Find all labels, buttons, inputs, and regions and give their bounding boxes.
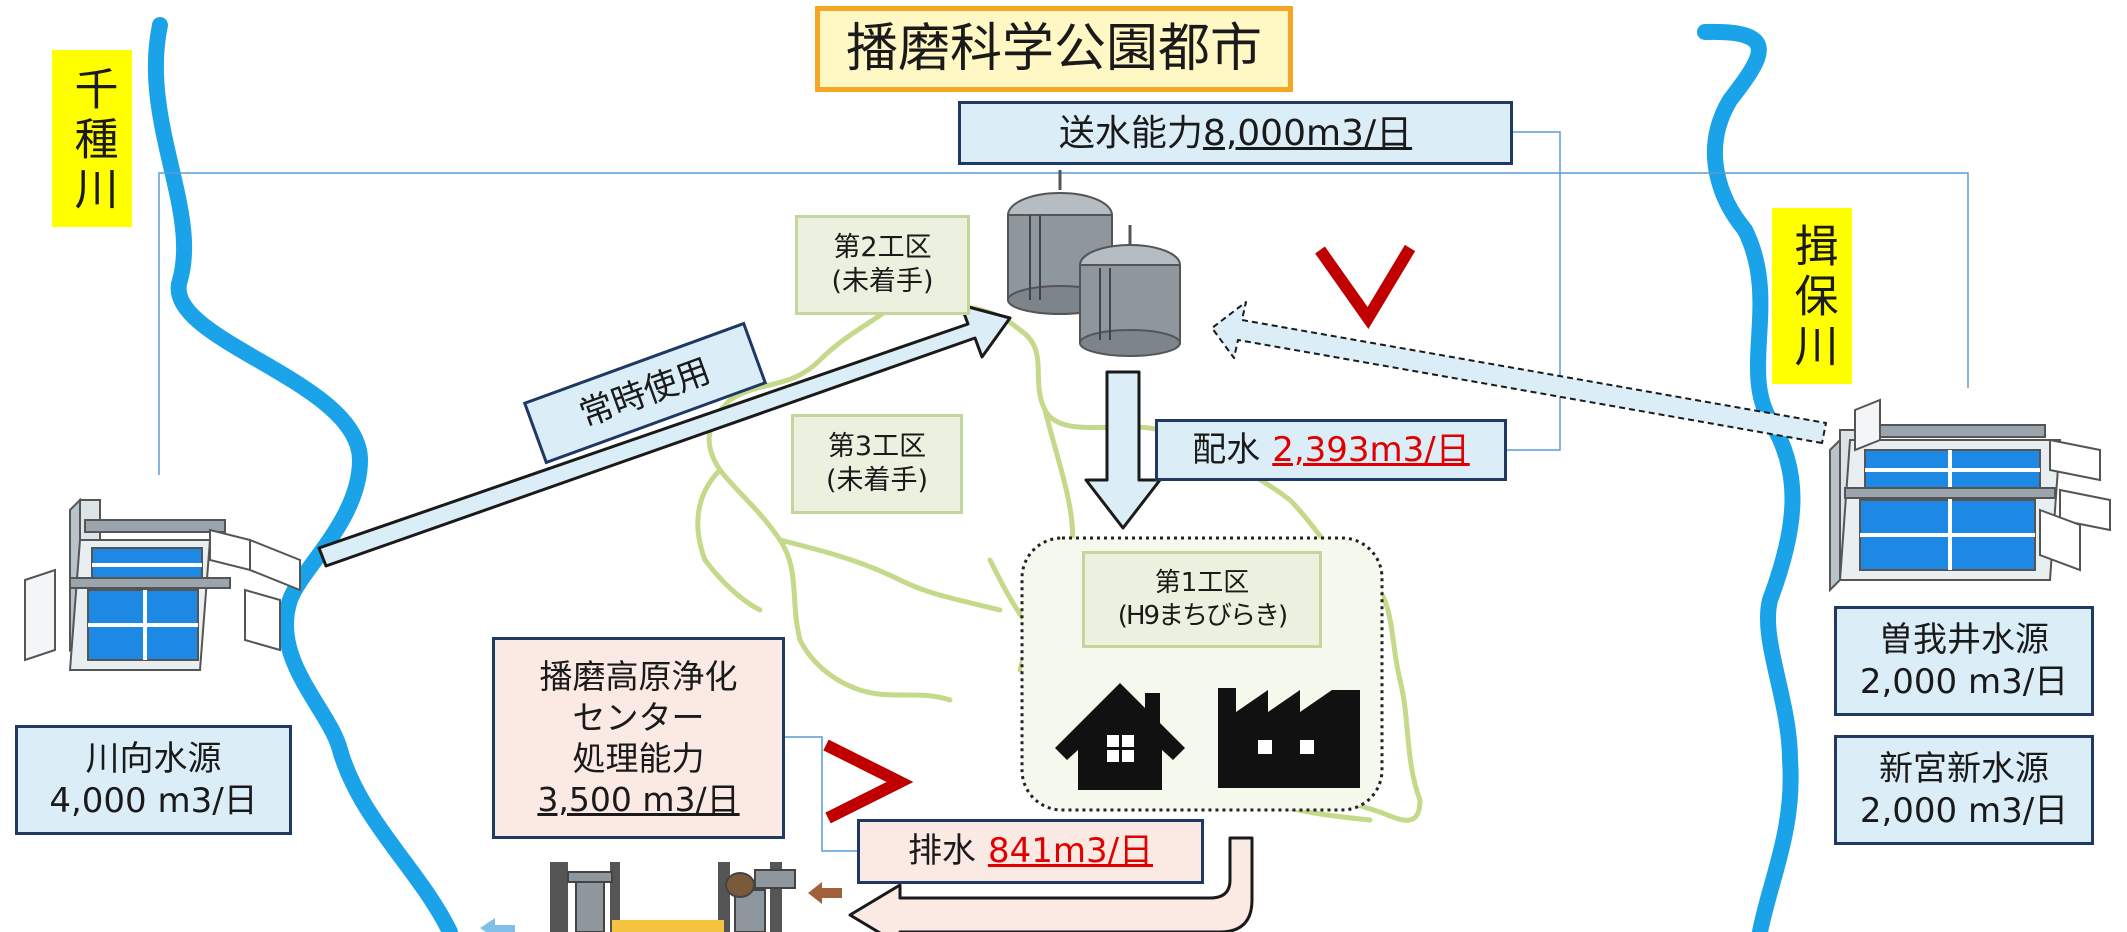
distribution-arrow xyxy=(1084,370,1162,530)
discharge-arrow xyxy=(848,836,1254,932)
supply-connector-lines xyxy=(158,131,1969,852)
source-kawamukai-name: 川向水源 xyxy=(85,738,222,779)
treatment-center-name-2: センター xyxy=(572,697,705,737)
backup-supply-arrow xyxy=(1211,301,1827,444)
chikusa-river xyxy=(148,17,458,932)
source-shingu-name: 新宮新水源 xyxy=(1879,748,2049,789)
source-sogai-capacity: 2,000 m3/日 xyxy=(1859,662,2069,702)
river-label-chikusa: 千種川 xyxy=(52,50,132,227)
zone2-box: 第2工区 (未着手) xyxy=(795,215,970,315)
title-text: 播磨科学公園都市 xyxy=(845,18,1262,79)
zone3-status: (未着手) xyxy=(825,465,929,496)
discharge-box: 排水 841m3/日 xyxy=(857,819,1204,884)
zone1-status: (H9まちびらき) xyxy=(1117,600,1288,631)
inequality-greater-than-icon xyxy=(823,739,914,824)
treatment-center-name: 播磨高原浄化 xyxy=(539,656,738,696)
zone3-box: 第3工区 (未着手) xyxy=(791,414,963,514)
constant-use-arrow xyxy=(317,303,1012,568)
source-kawamukai-box: 川向水源 4,000 m3/日 xyxy=(15,725,292,835)
supply-capacity-value: 8,000m3/日 xyxy=(1202,112,1413,154)
river-label-ibo: 揖保川 xyxy=(1772,208,1852,384)
page-title: 播磨科学公園都市 xyxy=(815,6,1293,92)
water-purification-plant-icon xyxy=(24,497,301,671)
source-sogai-box: 曽我井水源 2,000 m3/日 xyxy=(1834,606,2094,716)
water-purification-plant-icon xyxy=(1829,398,2111,593)
supply-capacity-prefix: 送水能力 xyxy=(1058,112,1203,154)
factory-icon xyxy=(1218,688,1360,788)
discharge-prefix: 排水 xyxy=(907,831,976,872)
water-tank-icon xyxy=(1007,170,1181,357)
ibo-river-label: 揖保川 xyxy=(1786,223,1838,373)
treatment-capacity-value: 3,500 m3/日 xyxy=(537,780,740,820)
zone2-status: (未着手) xyxy=(831,266,934,297)
source-sogai-name: 曽我井水源 xyxy=(1879,619,2049,660)
zone1-box: 第1工区 (H9まちびらき) xyxy=(1082,551,1322,648)
distribution-box: 配水 2,393m3/日 xyxy=(1155,419,1507,481)
treatment-center-box: 播磨高原浄化 センター 処理能力 3,500 m3/日 xyxy=(492,637,785,839)
discharge-value: 841m3/日 xyxy=(987,831,1154,872)
zone1-name: 第1工区 xyxy=(1154,568,1250,598)
treatment-capacity-label: 処理能力 xyxy=(572,739,705,778)
inequality-less-than-icon xyxy=(1315,244,1416,329)
chikusa-river-label: 千種川 xyxy=(66,65,118,216)
house-icon xyxy=(1055,683,1185,790)
sewage-plant-icon xyxy=(480,862,842,932)
distribution-value: 2,393m3/日 xyxy=(1272,429,1470,470)
source-kawamukai-capacity: 4,000 m3/日 xyxy=(49,781,258,821)
zone2-name: 第2工区 xyxy=(833,232,932,264)
source-shingu-box: 新宮新水源 2,000 m3/日 xyxy=(1834,735,2094,845)
distribution-prefix: 配水 xyxy=(1192,429,1261,470)
ibo-river xyxy=(1697,23,1801,932)
source-shingu-capacity: 2,000 m3/日 xyxy=(1859,791,2069,831)
zone3-name: 第3工区 xyxy=(827,431,927,463)
